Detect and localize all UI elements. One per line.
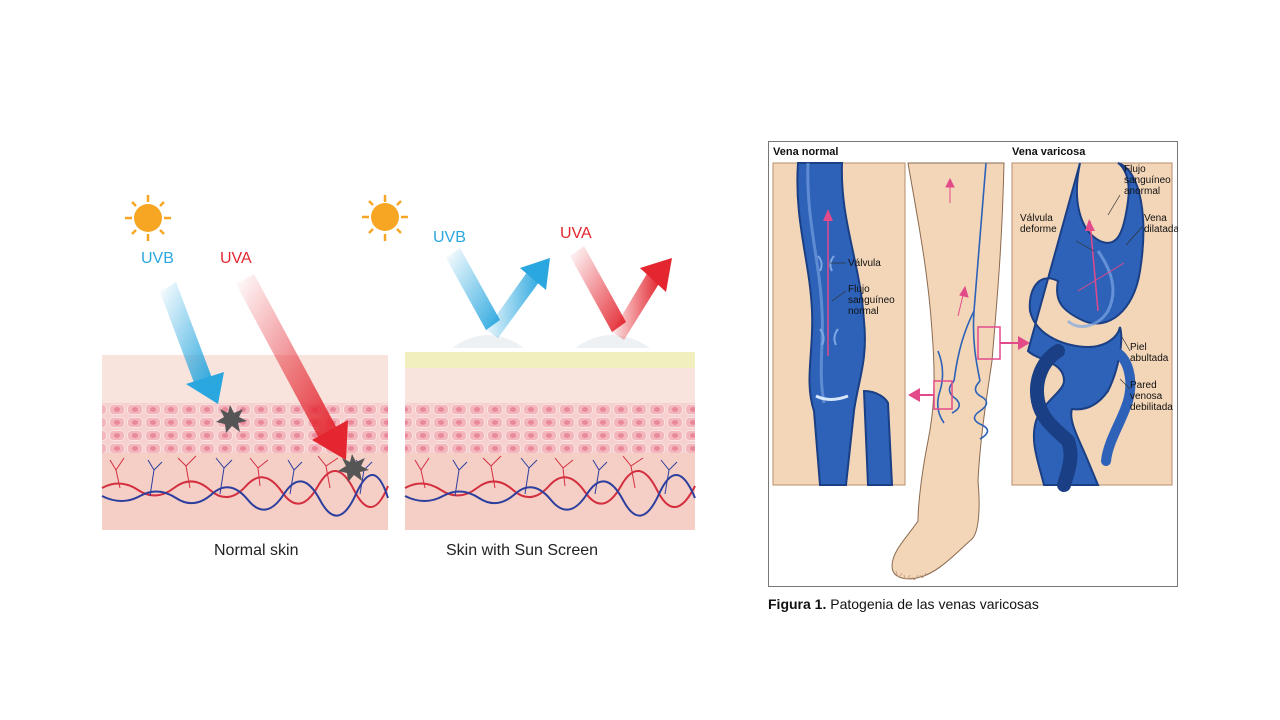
damage-burst-icon xyxy=(338,454,369,482)
varicose-vein xyxy=(1026,162,1145,492)
label-flujo-anormal: Flujo sanguíneo anormal xyxy=(1124,164,1171,197)
label-piel-abultada: Piel abultada xyxy=(1130,342,1169,364)
sunscreen-skin-block xyxy=(404,335,696,530)
label-valvula: Válvula xyxy=(848,258,881,269)
sun-icon xyxy=(362,195,408,241)
sunscreen-skin-caption: Skin with Sun Screen xyxy=(446,542,599,559)
uva-reflected-arrow xyxy=(570,246,672,340)
uva-label: UVA xyxy=(560,225,592,242)
damage-burst-icon xyxy=(216,405,247,433)
uva-label: UVA xyxy=(220,250,252,267)
leg xyxy=(891,162,1005,580)
uvb-label: UVB xyxy=(141,250,174,267)
skin-illustration xyxy=(101,195,696,530)
sun-icon xyxy=(125,195,171,241)
figure-caption-text: Patogenia de las venas varicosas xyxy=(826,596,1039,612)
figure-caption-bold: Figura 1. xyxy=(768,596,827,612)
label-pared-venosa: Pared venosa debilitada xyxy=(1130,380,1173,413)
figure-caption: Figura 1. Patogenia de las venas varicos… xyxy=(768,596,1039,612)
uvb-ray-arrow xyxy=(160,282,224,404)
varicose-vein-illustration xyxy=(772,162,1173,580)
uva-ray-arrow xyxy=(236,274,348,460)
label-vena-dilatada: Vena dilatada xyxy=(1144,213,1178,235)
label-flujo-normal: Flujo sanguíneo normal xyxy=(848,284,895,317)
label-valvula-deforme: Válvula deforme xyxy=(1020,213,1057,235)
uvb-label: UVB xyxy=(433,229,466,246)
normal-skin-block xyxy=(101,355,389,530)
figure-title-left: Vena normal xyxy=(773,146,839,158)
normal-skin-caption: Normal skin xyxy=(214,542,299,559)
figure-title-right: Vena varicosa xyxy=(1012,146,1086,158)
uvb-reflected-arrow xyxy=(446,248,550,338)
